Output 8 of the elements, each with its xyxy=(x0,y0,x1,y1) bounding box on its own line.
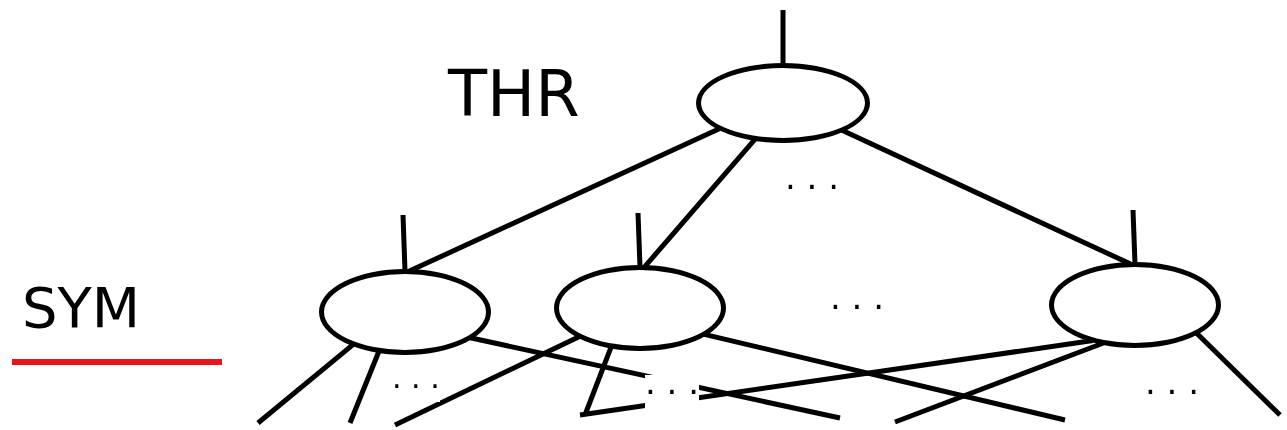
connector-line xyxy=(469,335,841,421)
text-label: · · · xyxy=(645,375,700,409)
connector-line xyxy=(703,331,1066,423)
connector-line xyxy=(579,338,1094,418)
connector-line xyxy=(393,334,581,428)
connector-line xyxy=(780,10,786,65)
connector-line xyxy=(1194,331,1282,417)
connector-line xyxy=(256,342,355,425)
